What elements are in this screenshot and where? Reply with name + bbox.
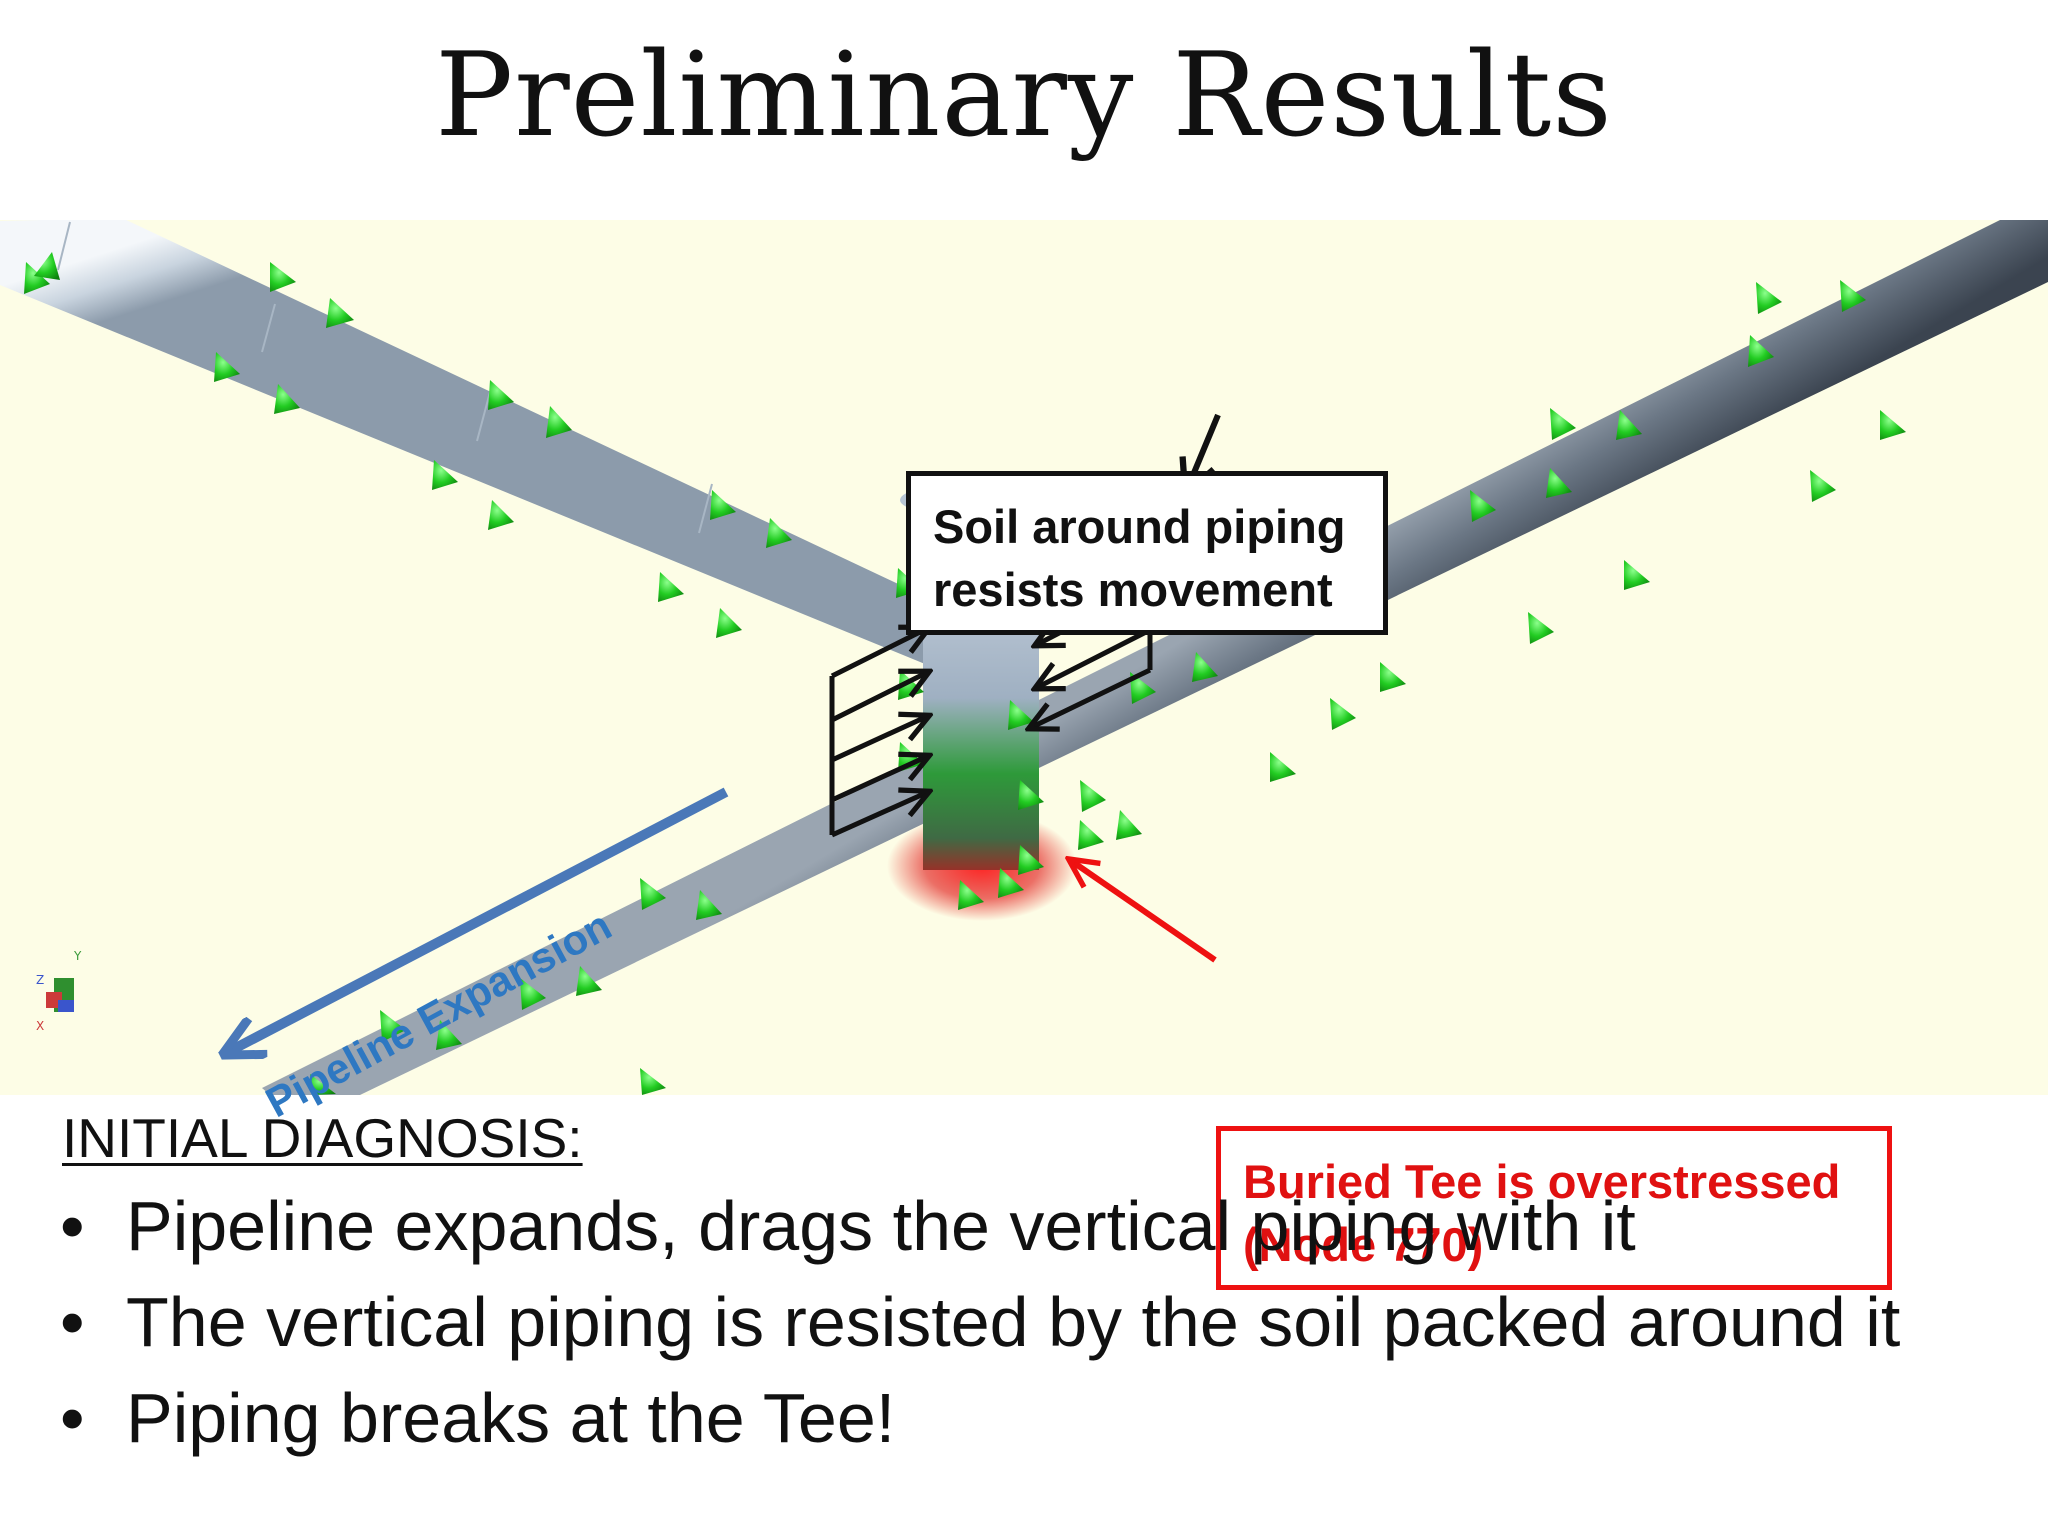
tee-callout-arrow — [1070, 860, 1217, 963]
pipe-stress-scene: Y Z X Soil around piping resists movemen… — [0, 218, 2048, 1290]
diagnosis-heading: INITIAL DIAGNOSIS: — [62, 1107, 583, 1169]
pipe-model-view: Y Z X — [0, 218, 2048, 1095]
soil-callout: Soil around piping resists movement — [906, 471, 1388, 635]
soil-callout-line2: resists movement — [933, 563, 1333, 617]
slide-title: Preliminary Results — [435, 28, 1613, 163]
diagnosis-bullets: Pipeline expands, drags the vertical pip… — [60, 1178, 2020, 1466]
main-pipeline — [262, 220, 2048, 1095]
initial-diagnosis: INITIAL DIAGNOSIS: Pipeline expands, dra… — [60, 1106, 2020, 1466]
axis-triad: Y Z X — [36, 949, 82, 1033]
soil-callout-line1: Soil around piping — [933, 500, 1346, 553]
pipeline-expansion-arrow — [228, 787, 729, 1052]
branch-pipe — [0, 218, 945, 664]
axis-z-label: Z — [36, 973, 44, 987]
diagnosis-bullet: Piping breaks at the Tee! — [60, 1370, 2020, 1466]
axis-x-label: X — [36, 1019, 44, 1033]
diagnosis-bullet: The vertical piping is resisted by the s… — [60, 1274, 2020, 1370]
diagnosis-bullet: Pipeline expands, drags the vertical pip… — [60, 1178, 2020, 1274]
axis-y-label: Y — [73, 949, 82, 963]
soil-resistance-arrows-left — [829, 628, 928, 838]
